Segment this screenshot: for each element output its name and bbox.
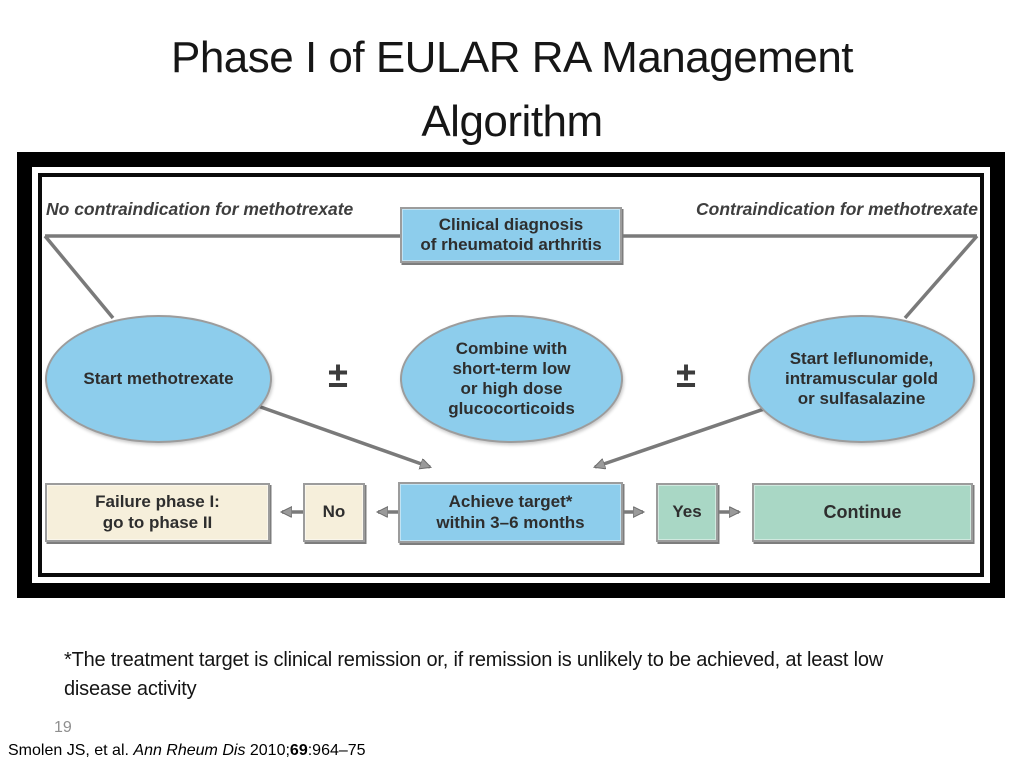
achieve-line-2: within 3–6 months: [436, 512, 585, 532]
footnote-line-2: disease activity: [64, 678, 197, 700]
combine-line-4: glucocorticoids: [448, 399, 575, 419]
line-left-diagonal: [43, 234, 115, 320]
combine-line-2: short-term low: [452, 358, 571, 378]
leflunomide-line-3: or sulfasalazine: [797, 389, 926, 409]
title-line-2: Algorithm: [421, 97, 603, 146]
diagram-inner-border: No contraindication for methotrexate Con…: [38, 173, 984, 577]
leflunomide-line-1: Start leflunomide,: [789, 348, 934, 368]
citation: Smolen JS, et al. Ann Rheum Dis 2010;69:…: [8, 742, 366, 760]
leflunomide-line-2: intramuscular gold: [784, 368, 939, 388]
citation-year: 2010;: [245, 742, 290, 759]
node-yes: Yes: [656, 483, 718, 542]
line-right-diagonal: [903, 234, 979, 320]
node-failure-phase-1: Failure phase I: go to phase II: [45, 483, 270, 542]
no-label: No: [322, 502, 346, 522]
node-clinical-diagnosis: Clinical diagnosis of rheumatoid arthrit…: [400, 207, 622, 263]
diagram-frame: No contraindication for methotrexate Con…: [17, 152, 1005, 598]
plus-minus-left: ±: [328, 354, 348, 395]
arrow-lef-to-achieve: [595, 405, 771, 467]
plus-minus-right: ±: [676, 354, 696, 395]
label-contraindication: Contraindication for methotrexate: [696, 199, 978, 219]
footnote-line-1: *The treatment target is clinical remiss…: [64, 649, 884, 671]
diagnosis-line-1: Clinical diagnosis: [438, 214, 584, 234]
slide-title: Phase I of EULAR RA Management Algorithm: [0, 26, 1024, 154]
diagnosis-line-2: of rheumatoid arthritis: [420, 235, 602, 254]
node-no: No: [303, 483, 365, 542]
node-achieve-target: Achieve target* within 3–6 months: [398, 482, 623, 543]
failure-line-1: Failure phase I:: [95, 492, 220, 512]
citation-authors: Smolen JS, et al.: [8, 742, 134, 759]
node-continue: Continue: [752, 483, 973, 542]
yes-label: Yes: [672, 502, 702, 522]
node-start-methotrexate: Start methotrexate: [45, 315, 272, 443]
node-start-leflunomide: Start leflunomide, intramuscular gold or…: [748, 315, 975, 443]
arrow-mtx-to-achieve: [254, 403, 430, 467]
achieve-line-1: Achieve target*: [448, 492, 573, 512]
citation-pages: :964–75: [307, 742, 366, 759]
citation-volume: 69: [289, 742, 308, 759]
combine-line-3: or high dose: [460, 379, 563, 398]
page-number: 19: [54, 719, 72, 736]
label-no-contraindication: No contraindication for methotrexate: [46, 199, 354, 219]
footnote: *The treatment target is clinical remiss…: [64, 646, 974, 704]
diagram-canvas: No contraindication for methotrexate Con…: [42, 177, 980, 573]
continue-label: Continue: [823, 501, 902, 522]
citation-journal: Ann Rheum Dis: [133, 742, 246, 759]
combine-line-1: Combine with: [455, 338, 568, 358]
node-combine-glucocorticoids: Combine with short-term low or high dose…: [400, 315, 623, 443]
start-methotrexate-label: Start methotrexate: [83, 368, 234, 388]
title-line-1: Phase I of EULAR RA Management: [170, 33, 854, 82]
failure-line-2: go to phase II: [102, 512, 213, 532]
